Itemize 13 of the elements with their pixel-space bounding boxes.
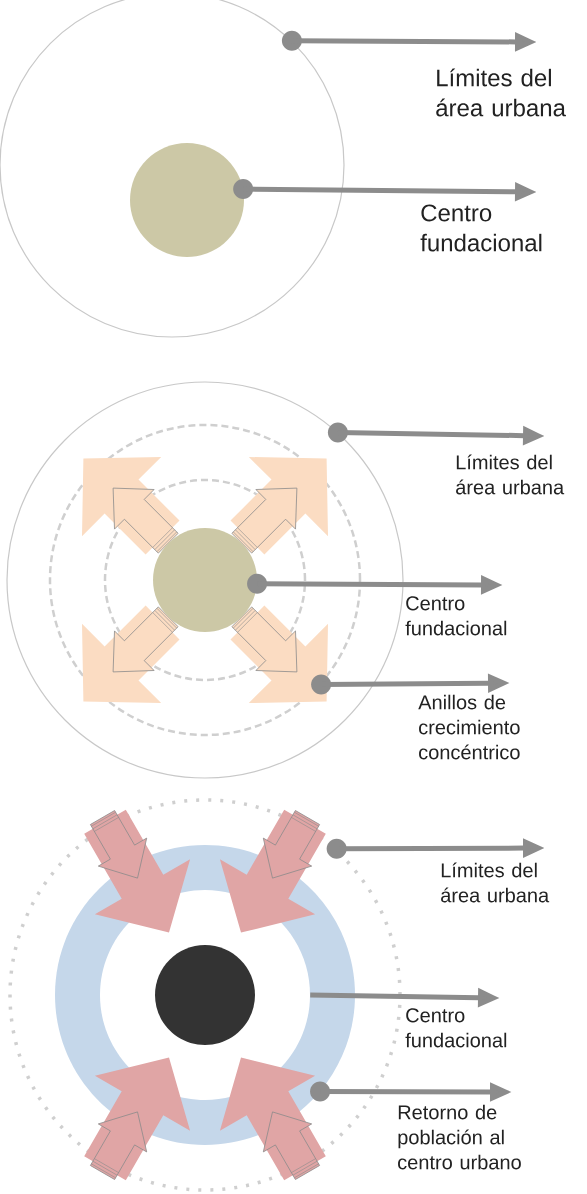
label-text: Centro fundacional xyxy=(405,596,507,636)
center-disc xyxy=(155,945,255,1045)
dashed-ring xyxy=(48,423,362,737)
label-text: Retorno de población al centro urbano xyxy=(398,1104,521,1170)
label-text: Límites del área urbana xyxy=(441,862,550,903)
label-text: Centro fundacional xyxy=(405,1008,507,1048)
label-text: Centro fundacional xyxy=(420,204,542,252)
label-text: Anillos de crecimiento concéntrico xyxy=(418,694,520,760)
label-text: Límites del área urbana xyxy=(456,454,565,495)
center-disc xyxy=(153,528,257,632)
boundary-circle xyxy=(6,381,404,779)
label-text: Límites del área urbana xyxy=(436,68,566,117)
center-disc xyxy=(130,143,244,257)
